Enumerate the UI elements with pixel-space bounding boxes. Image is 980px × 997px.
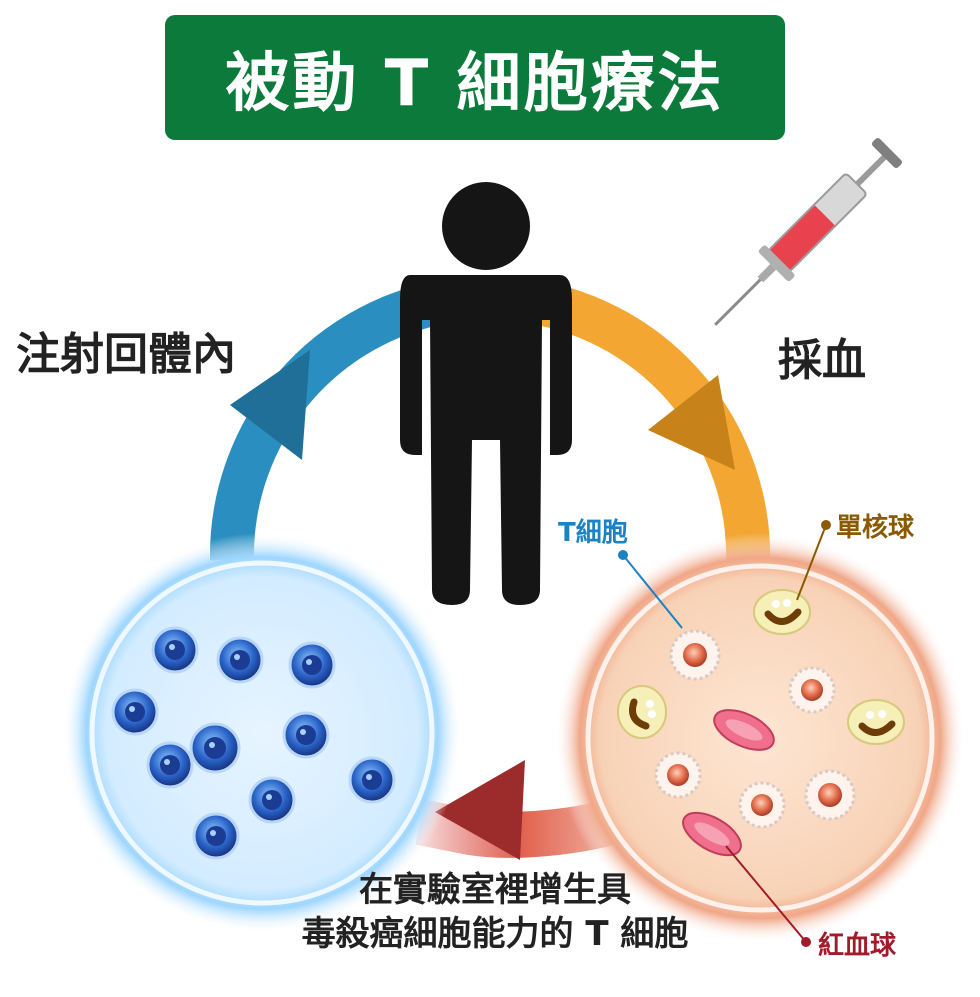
culture-arrow-head [435,760,525,860]
page-title: 被動 T 細胞療法 [225,46,725,121]
blood-dish-rim [585,563,935,913]
lab-culture-label: 在實驗室裡增生具 毒殺癌細胞能力的 T 細胞 [260,868,730,956]
title-banner: 被動 T 細胞療法 [165,15,785,140]
rbc-pointer [725,845,811,947]
draw-blood-label: 採血 [778,335,866,386]
return-arrow-head [230,350,310,460]
blood-red-cells [682,709,775,857]
tcell-pointer [618,550,683,629]
lab-culture-label-line1: 在實驗室裡增生具 [359,870,631,910]
cultured-t-cells [111,626,396,860]
t-cell-label: T細胞 [558,518,628,548]
person-icon [400,182,572,605]
cultured-dish-rim [89,560,435,906]
lab-culture-label-line2: 毒殺癌細胞能力的 T 細胞 [301,914,689,954]
monocyte-pointer [796,520,831,601]
blood-monocytes [617,589,905,745]
monocyte-label: 單核球 [836,513,915,543]
draw-blood-arrow-arc [517,278,771,566]
inject-back-label: 注射回體內 [16,329,236,380]
draw-blood-arrow-head [648,375,735,470]
syringe-icon [714,138,902,326]
red-blood-cell-label: 紅血球 [818,931,897,961]
blood-t-cells [654,629,856,829]
